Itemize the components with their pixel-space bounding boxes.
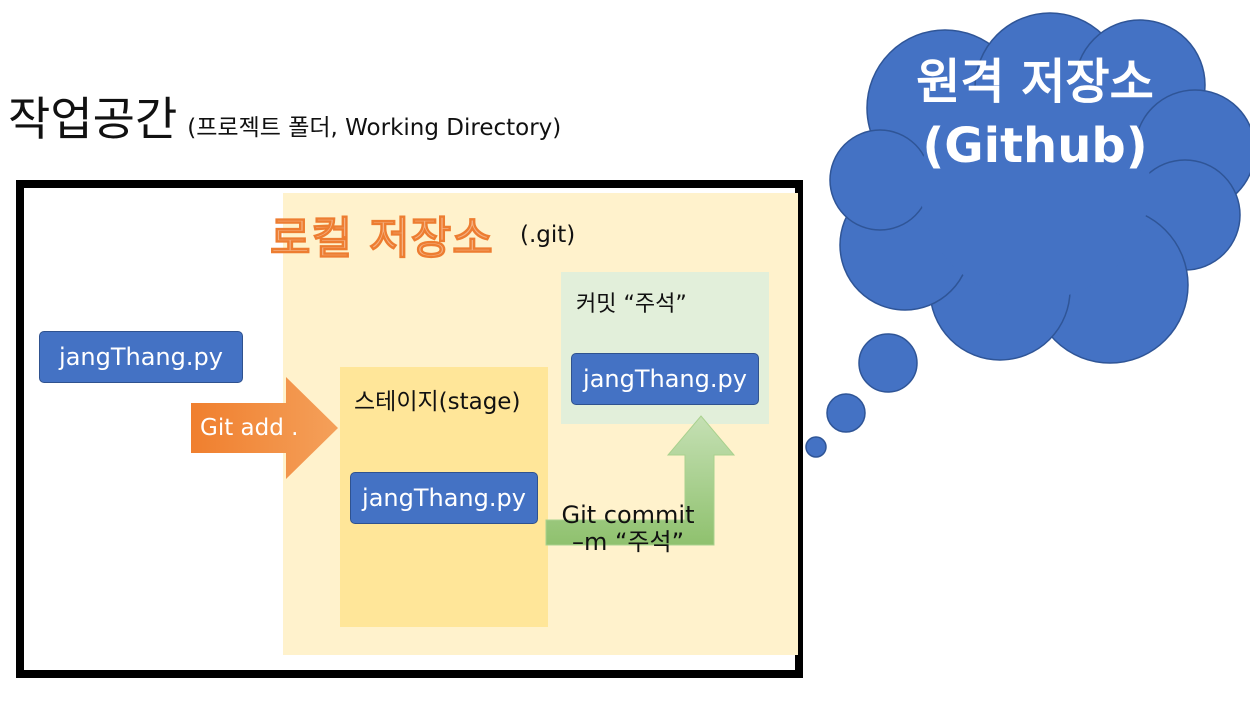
workspace-title-main: 작업공간 (8, 92, 178, 146)
git-commit-line2: –m “주석” (571, 528, 685, 556)
stage-label: 스테이지(stage) (354, 389, 521, 415)
git-add-arrow (191, 377, 338, 479)
file-working: jangThang.py (39, 331, 243, 383)
local-repo-subtitle: (.git) (520, 222, 576, 248)
git-commit-label: Git commit –m “주석” (553, 502, 703, 556)
git-commit-line1: Git commit (561, 501, 695, 529)
remote-cloud (829, 12, 1250, 364)
remote-repo-line2: (Github) (922, 118, 1148, 174)
git-add-label: Git add . (200, 415, 299, 441)
remote-repo-line1: 원격 저장소 (916, 54, 1154, 110)
workspace-title-sub: (프로젝트 폴더, Working Directory) (187, 115, 562, 141)
remote-repo-title: 원격 저장소 (Github) (880, 50, 1190, 178)
file-committed: jangThang.py (571, 353, 759, 405)
thought-bubbles (805, 333, 918, 458)
commit-label: 커밋 “주석” (576, 292, 687, 317)
file-staged: jangThang.py (350, 472, 538, 524)
git-commit-arrow (545, 415, 736, 546)
local-repo-title: 로컬 저장소 (270, 213, 494, 265)
workspace-title: 작업공간(프로젝트 폴더, Working Directory) (8, 96, 561, 142)
